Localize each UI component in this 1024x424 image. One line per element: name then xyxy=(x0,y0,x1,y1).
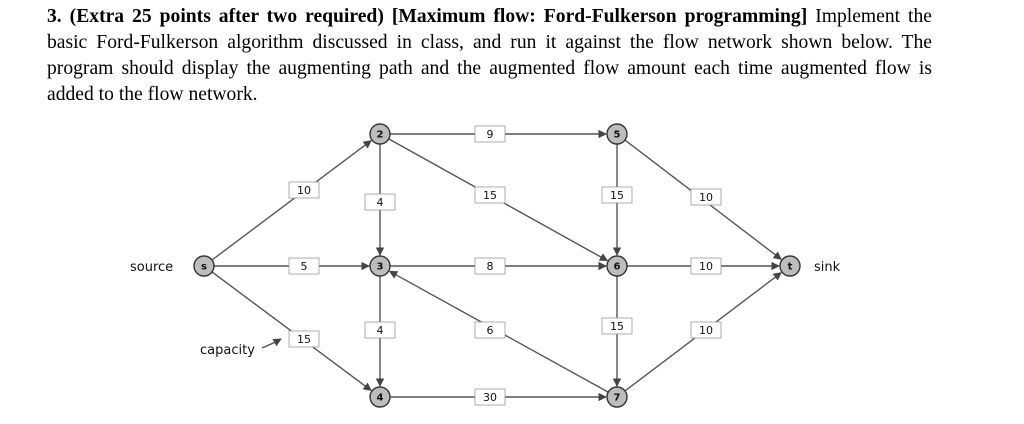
capacity-value: 10 xyxy=(699,324,713,337)
edge-s-2 xyxy=(211,140,372,261)
capacity-box-2-5: 9 xyxy=(474,125,506,143)
capacity-value: 10 xyxy=(699,191,713,204)
capacity-box-frame xyxy=(288,257,320,275)
node-s: s xyxy=(193,255,215,277)
capacity-box-2-6: 15 xyxy=(474,186,506,204)
capacity-value: 9 xyxy=(487,128,494,141)
capacity-value: 15 xyxy=(297,333,311,346)
node-circle xyxy=(779,255,801,277)
node-circle xyxy=(369,255,391,277)
capacity-value: 30 xyxy=(483,391,497,404)
node-label: 6 xyxy=(614,262,621,273)
capacity-box-4-7: 30 xyxy=(474,388,506,406)
capacity-value: 15 xyxy=(610,189,624,202)
capacity-box-5-6: 15 xyxy=(601,186,633,204)
capacity-box-3-6: 8 xyxy=(474,257,506,275)
capacity-box-frame xyxy=(288,330,320,348)
node-label: 4 xyxy=(377,393,384,404)
source-label: source xyxy=(130,260,173,275)
capacity-box-frame xyxy=(690,257,722,275)
problem-heading: 3. (Extra 25 points after two required) … xyxy=(47,6,808,27)
node-t: t xyxy=(779,255,801,277)
capacity-box-frame xyxy=(288,181,320,199)
capacity-value: 4 xyxy=(377,196,384,209)
capacity-value: 6 xyxy=(487,324,494,337)
capacity-box-7-t: 10 xyxy=(690,321,722,339)
node-circle xyxy=(369,386,391,408)
capacity-box-5-t: 10 xyxy=(690,188,722,206)
node-label: 3 xyxy=(377,262,384,273)
capacity-box-s-3: 5 xyxy=(288,257,320,275)
capacity-box-3-4: 4 xyxy=(364,321,396,339)
capacity-box-frame xyxy=(474,125,506,143)
node-circle xyxy=(606,123,628,145)
capacity-box-7-3: 6 xyxy=(474,321,506,339)
node-circle xyxy=(369,123,391,145)
capacity-box-s-4: 15 xyxy=(288,330,320,348)
problem-statement: 3. (Extra 25 points after two required) … xyxy=(47,4,932,108)
capacity-box-frame xyxy=(690,321,722,339)
capacity-box-frame xyxy=(364,193,396,211)
node-circle xyxy=(606,255,628,277)
capacity-box-s-2: 10 xyxy=(288,181,320,199)
capacity-value: 4 xyxy=(377,324,384,337)
capacity-box-frame xyxy=(474,388,506,406)
capacity-box-frame xyxy=(364,321,396,339)
sink-label: sink xyxy=(814,260,841,275)
capacity-pointer-arrow xyxy=(261,338,282,349)
capacity-box-6-t: 10 xyxy=(690,257,722,275)
node-label: 5 xyxy=(614,130,621,141)
capacity-label: capacity xyxy=(200,343,255,358)
node-3: 3 xyxy=(369,255,391,277)
node-5: 5 xyxy=(606,123,628,145)
problem-body: Implement the basic Ford-Fulkerson algor… xyxy=(47,6,932,105)
capacity-box-frame xyxy=(601,317,633,335)
capacity-value: 8 xyxy=(487,260,494,273)
capacity-box-frame xyxy=(474,257,506,275)
node-circle xyxy=(606,386,628,408)
node-circle xyxy=(193,255,215,277)
node-label: 7 xyxy=(614,393,621,404)
capacity-box-2-3: 4 xyxy=(364,193,396,211)
capacity-box-frame xyxy=(601,186,633,204)
capacity-value: 15 xyxy=(483,189,497,202)
node-label: t xyxy=(788,262,793,273)
capacity-value: 5 xyxy=(301,260,308,273)
node-2: 2 xyxy=(369,123,391,145)
capacity-box-frame xyxy=(690,188,722,206)
capacity-box-frame xyxy=(474,321,506,339)
node-6: 6 xyxy=(606,255,628,277)
node-7: 7 xyxy=(606,386,628,408)
node-label: s xyxy=(201,262,207,273)
node-4: 4 xyxy=(369,386,391,408)
capacity-value: 15 xyxy=(610,320,624,333)
capacity-value: 10 xyxy=(297,184,311,197)
node-label: 2 xyxy=(377,130,384,141)
capacity-box-frame xyxy=(474,186,506,204)
capacity-value: 10 xyxy=(699,260,713,273)
capacity-box-6-7: 15 xyxy=(601,317,633,335)
